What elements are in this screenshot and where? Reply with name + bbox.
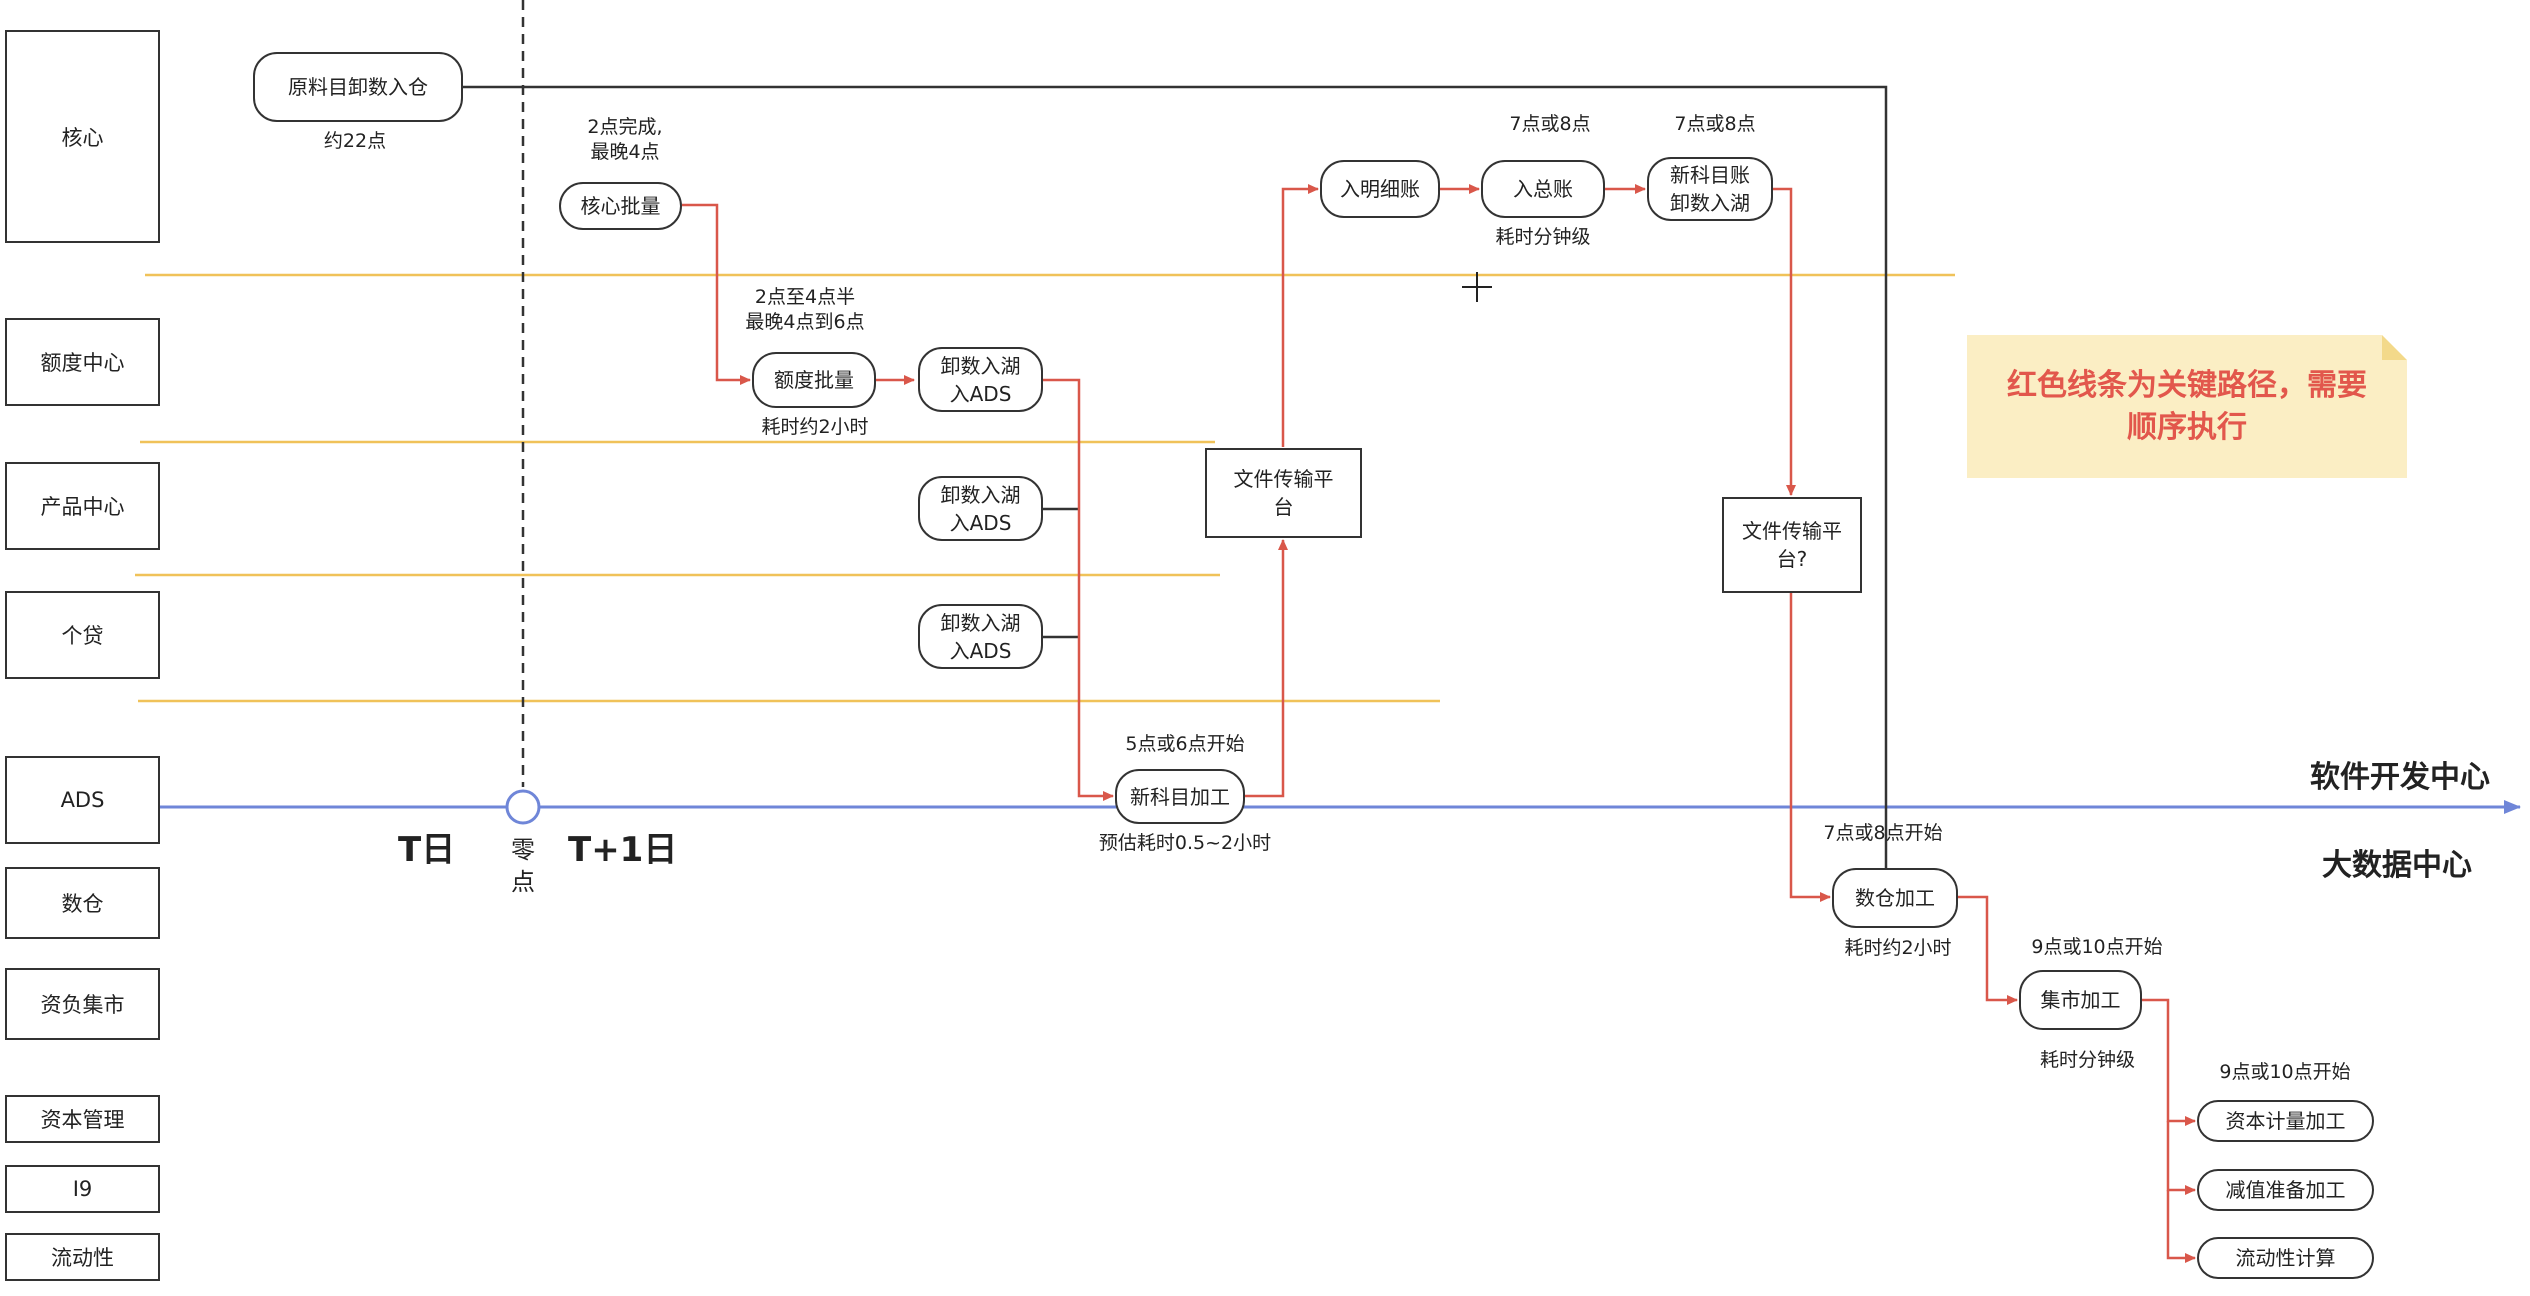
label-general-ledger-time: 7点或8点 xyxy=(1509,113,1591,135)
lane-personal-loan-label: 个贷 xyxy=(61,624,104,648)
node-file-transfer-platform-1[interactable]: 文件传输平 台 xyxy=(1205,448,1362,538)
lane-i9: I9 xyxy=(5,1165,160,1213)
lane-i9-label: I9 xyxy=(72,1177,93,1201)
node-mart-processing-label: 集市加工 xyxy=(2040,988,2121,1012)
mart-to-liquidity-path xyxy=(2166,1190,2196,1263)
label-new-subject-start: 5点或6点开始 xyxy=(1125,733,1245,755)
platform2-to-dw-path xyxy=(1789,593,1831,902)
label-mart-duration: 耗时分钟级 xyxy=(2039,1049,2135,1071)
lane-data-warehouse-label: 数仓 xyxy=(61,892,104,916)
timeline-midnight: 零 点 xyxy=(511,836,535,896)
node-file-transfer-platform-2[interactable]: 文件传输平 台? xyxy=(1722,497,1862,593)
mart-to-capital-path xyxy=(2142,998,2196,1126)
label-quota-batch-time: 2点至4点半 最晚4点到6点 xyxy=(745,286,865,333)
ledger-to-platform2-path xyxy=(1773,187,1796,496)
lane-core: 核心 xyxy=(5,30,160,243)
node-quota-batch[interactable]: 额度批量 xyxy=(752,352,876,408)
lane-liquidity: 流动性 xyxy=(5,1233,160,1281)
node-new-subject-ledger-label: 新科目账 卸数入湖 xyxy=(1670,163,1750,215)
lane-asset-liability-mart-label: 资负集市 xyxy=(40,993,125,1017)
timeline-t-plus-1-day: T+1日 xyxy=(568,830,678,870)
node-capital-measurement[interactable]: 资本计量加工 xyxy=(2197,1100,2374,1142)
lane-capital-management-label: 资本管理 xyxy=(40,1108,125,1132)
newsubject-to-platform-path xyxy=(1245,539,1288,798)
node-general-ledger-label: 入总账 xyxy=(1513,177,1573,201)
node-detail-ledger[interactable]: 入明细账 xyxy=(1320,160,1440,218)
node-new-subject-ledger[interactable]: 新科目账 卸数入湖 xyxy=(1647,157,1773,221)
node-liquidity-calculation-label: 流动性计算 xyxy=(2235,1246,2336,1270)
unload-to-newsubject-path xyxy=(1043,378,1114,801)
node-unload-ads-1-label: 卸数入湖 入ADS xyxy=(940,353,1021,406)
midnight-marker xyxy=(505,789,541,825)
label-about-22: 约22点 xyxy=(323,130,387,152)
label-new-subject-duration: 预估耗时0.5~2小时 xyxy=(1098,832,1272,854)
label-core-batch-time: 2点完成, 最晚4点 xyxy=(587,116,663,163)
node-impairment-provision[interactable]: 减值准备加工 xyxy=(2197,1169,2374,1211)
region-software-dev-center: 软件开发中心 xyxy=(2310,760,2490,795)
label-final-start: 9点或10点开始 xyxy=(2219,1061,2351,1083)
node-unload-ads-3-label: 卸数入湖 入ADS xyxy=(940,610,1021,663)
platform-to-detail-path xyxy=(1281,184,1319,447)
lane-quota-center-label: 额度中心 xyxy=(40,351,125,375)
label-quota-duration: 耗时约2小时 xyxy=(761,416,869,438)
node-core-batch[interactable]: 核心批量 xyxy=(559,182,682,230)
lane-product-center: 产品中心 xyxy=(5,462,160,550)
region-big-data-center: 大数据中心 xyxy=(2322,848,2472,883)
label-ledger-unload-time: 7点或8点 xyxy=(1674,113,1756,135)
node-raw-unload[interactable]: 原料目卸数入仓 xyxy=(253,52,463,122)
node-core-batch-label: 核心批量 xyxy=(580,194,661,218)
node-unload-ads-2[interactable]: 卸数入湖 入ADS xyxy=(918,476,1043,541)
lane-personal-loan: 个贷 xyxy=(5,591,160,679)
lane-quota-center: 额度中心 xyxy=(5,318,160,406)
node-data-warehouse-processing-label: 数仓加工 xyxy=(1855,886,1935,910)
node-new-subject-processing-label: 新科目加工 xyxy=(1130,784,1230,809)
raw-to-dw-connector xyxy=(463,85,1891,881)
lane-asset-liability-mart: 资负集市 xyxy=(5,968,160,1040)
label-mart-start: 9点或10点开始 xyxy=(2031,936,2163,958)
dw-to-mart-path xyxy=(1958,895,2018,1005)
lane-ads-label: ADS xyxy=(60,788,105,812)
label-dw-duration: 耗时约2小时 xyxy=(1844,937,1952,959)
node-file-transfer-platform-2-label: 文件传输平 台? xyxy=(1742,519,1842,571)
lane-liquidity-label: 流动性 xyxy=(51,1246,114,1270)
node-data-warehouse-processing[interactable]: 数仓加工 xyxy=(1832,868,1958,928)
mart-to-impair-path xyxy=(2166,1121,2196,1195)
node-capital-measurement-label: 资本计量加工 xyxy=(2225,1109,2346,1133)
label-general-ledger-duration: 耗时分钟级 xyxy=(1495,226,1591,248)
lane-ads: ADS xyxy=(5,756,160,844)
critical-path-note: 红色线条为关键路径，需要 顺序执行 xyxy=(1967,335,2407,478)
node-quota-batch-label: 额度批量 xyxy=(774,368,854,392)
node-new-subject-processing[interactable]: 新科目加工 xyxy=(1115,769,1245,824)
node-unload-ads-2-label: 卸数入湖 入ADS xyxy=(940,482,1021,535)
node-unload-ads-1[interactable]: 卸数入湖 入ADS xyxy=(918,347,1043,412)
note-folded-corner xyxy=(2382,335,2407,360)
node-detail-ledger-label: 入明细账 xyxy=(1340,177,1420,201)
label-dw-start: 7点或8点开始 xyxy=(1823,822,1943,844)
node-impairment-provision-label: 减值准备加工 xyxy=(2225,1178,2346,1202)
node-mart-processing[interactable]: 集市加工 xyxy=(2019,970,2142,1030)
core-to-quota-path xyxy=(682,203,751,385)
node-raw-unload-label: 原料目卸数入仓 xyxy=(288,75,428,99)
node-liquidity-calculation[interactable]: 流动性计算 xyxy=(2197,1237,2374,1279)
lane-core-label: 核心 xyxy=(61,125,104,150)
timeline-t-day: T日 xyxy=(398,830,456,870)
node-general-ledger[interactable]: 入总账 xyxy=(1481,160,1605,218)
lane-data-warehouse: 数仓 xyxy=(5,867,160,939)
node-file-transfer-platform-1-label: 文件传输平 台 xyxy=(1233,467,1334,519)
node-unload-ads-3[interactable]: 卸数入湖 入ADS xyxy=(918,604,1043,669)
lane-product-center-label: 产品中心 xyxy=(40,495,125,519)
lane-capital-management: 资本管理 xyxy=(5,1095,160,1143)
